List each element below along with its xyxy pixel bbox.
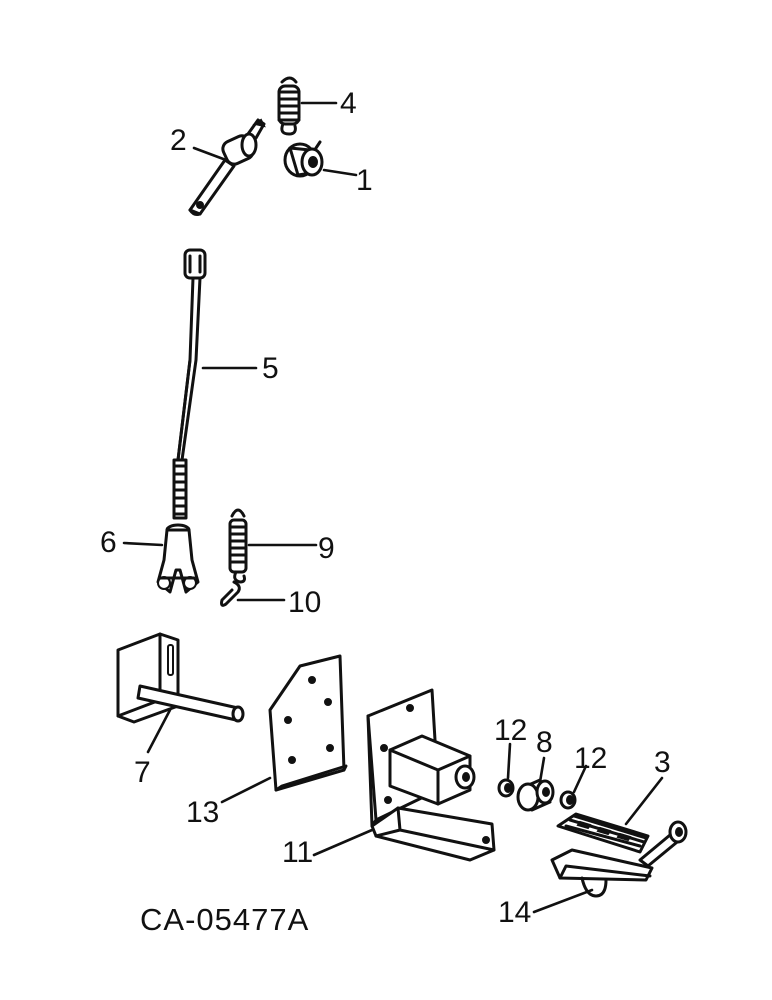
part-4-spring xyxy=(277,76,301,136)
leader-12a xyxy=(506,742,512,780)
part-1-bushing xyxy=(283,140,324,178)
callout-1: 1 xyxy=(356,164,373,197)
callout-4: 4 xyxy=(340,87,357,120)
part-5-rod xyxy=(172,248,207,520)
leader-2 xyxy=(192,146,228,162)
leader-1 xyxy=(322,168,358,177)
part-3-pedal-pad xyxy=(556,812,650,854)
part-12-bushing-left xyxy=(497,778,515,798)
part-7-shaft-bracket xyxy=(116,632,245,724)
leader-13 xyxy=(220,776,272,804)
part-14-pedal xyxy=(550,820,688,898)
callout-3: 3 xyxy=(654,746,671,779)
leader-3 xyxy=(624,776,664,826)
callout-5: 5 xyxy=(262,352,279,385)
callout-12b: 12 xyxy=(574,742,607,775)
part-10-pin xyxy=(220,580,241,607)
callout-10: 10 xyxy=(288,586,321,619)
part-9-spring xyxy=(228,508,248,584)
leader-11 xyxy=(312,828,374,857)
part-12-bushing-right xyxy=(559,790,577,810)
callout-9: 9 xyxy=(318,532,335,565)
callout-14: 14 xyxy=(498,896,531,929)
leader-14 xyxy=(532,888,594,914)
callout-8: 8 xyxy=(536,726,553,759)
callout-13: 13 xyxy=(186,796,219,829)
part-11-bracket xyxy=(366,688,496,862)
callout-6: 6 xyxy=(100,526,117,559)
callout-7: 7 xyxy=(134,756,151,789)
figure-id: CA-05477A xyxy=(140,902,309,937)
leader-6 xyxy=(122,541,164,547)
part-2-lever xyxy=(188,118,266,216)
leader-7 xyxy=(146,708,172,754)
callout-11: 11 xyxy=(282,836,313,869)
part-13-plate xyxy=(268,654,348,792)
part-6-clevis xyxy=(156,523,200,594)
leader-8 xyxy=(538,756,546,784)
callout-2: 2 xyxy=(170,124,187,157)
leader-12b xyxy=(572,764,588,794)
callout-12a: 12 xyxy=(494,714,527,747)
part-8-bushing xyxy=(516,778,555,812)
